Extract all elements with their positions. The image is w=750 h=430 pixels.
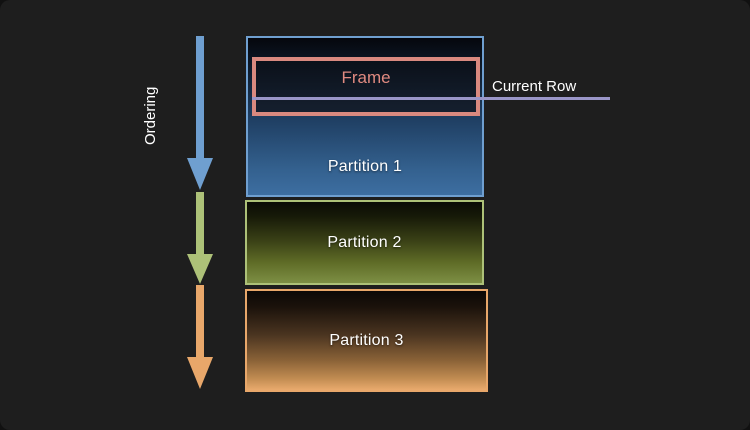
partition-3-box: Partition 3 [245,289,488,392]
frame-label: Frame [341,68,391,87]
partition-2-label: Partition 2 [327,233,402,251]
ordering-arrow-3 [187,285,213,389]
ordering-arrow-1 [187,36,213,190]
partition-3-label: Partition 3 [329,331,404,349]
partition-2-box: Partition 2 [245,200,484,285]
ordering-arrow-2 [187,192,213,284]
partition-1-label: Partition 1 [327,158,403,175]
ordering-label: Ordering [142,86,159,145]
current-row-label: Current Row [492,78,577,95]
frame-box: Frame [252,57,480,116]
current-row-line [252,97,610,100]
